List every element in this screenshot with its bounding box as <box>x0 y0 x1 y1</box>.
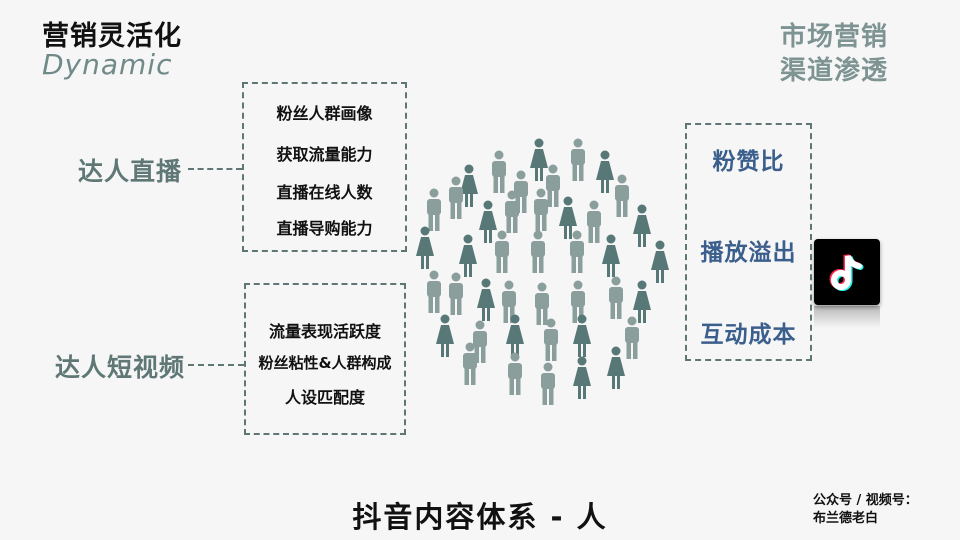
top-right-line1: 市场营销 <box>780 22 889 52</box>
male-person-icon <box>612 174 632 222</box>
female-person-icon <box>529 138 549 186</box>
male-person-icon <box>424 188 444 236</box>
female-person-icon <box>558 196 578 244</box>
credit-text: 公众号 / 视频号： 布兰德老白 <box>813 492 918 528</box>
female-person-icon <box>601 234 621 282</box>
tiktok-logo-icon <box>814 239 880 305</box>
video-item-3: 人设匹配度 <box>284 388 365 407</box>
male-person-icon <box>538 362 558 410</box>
female-person-icon <box>606 346 626 394</box>
female-person-icon <box>572 356 592 404</box>
male-person-icon <box>622 316 642 364</box>
metrics-box: 粉赞比 播放溢出 互动成本 <box>685 123 812 361</box>
male-person-icon <box>584 200 604 248</box>
female-person-icon <box>476 278 496 326</box>
male-person-icon <box>568 280 588 328</box>
crowd-illustration <box>410 130 680 420</box>
metric-item-2: 播放溢出 <box>700 240 797 266</box>
male-person-icon <box>502 190 522 238</box>
top-right-line2: 渠道渗透 <box>780 56 889 86</box>
credit-line1: 公众号 / 视频号： <box>813 493 918 508</box>
video-criteria-box: 流量表现活跃度 粉丝粘性&人群构成 人设匹配度 <box>244 283 406 435</box>
male-person-icon <box>424 270 444 318</box>
bottom-title: 抖音内容体系 - 人 <box>352 500 608 534</box>
metric-item-1: 粉赞比 <box>712 149 785 175</box>
page-subtitle: Dynamic <box>42 48 173 81</box>
video-label: 达人短视频 <box>55 353 186 382</box>
video-connector <box>188 364 244 366</box>
male-person-icon <box>460 342 480 390</box>
male-person-icon <box>543 164 563 212</box>
male-person-icon <box>531 188 551 236</box>
live-item-4: 直播导购能力 <box>276 219 373 238</box>
male-person-icon <box>568 138 588 186</box>
male-person-icon <box>446 272 466 320</box>
logo-reflection <box>814 306 880 328</box>
male-person-icon <box>489 150 509 198</box>
video-item-1: 流量表现活跃度 <box>268 322 381 341</box>
male-person-icon <box>492 230 512 278</box>
male-person-icon <box>505 352 525 400</box>
female-person-icon <box>572 314 592 362</box>
female-person-icon <box>632 204 652 252</box>
male-person-icon <box>446 176 466 224</box>
female-person-icon <box>458 234 478 282</box>
male-person-icon <box>541 318 561 366</box>
female-person-icon <box>505 314 525 362</box>
credit-line2: 布兰德老白 <box>813 511 879 526</box>
video-item-2: 粉丝粘性&人群构成 <box>258 354 392 372</box>
live-item-3: 直播在线人数 <box>276 183 373 202</box>
female-person-icon <box>459 164 479 212</box>
female-person-icon <box>478 200 498 248</box>
live-criteria-box: 粉丝人群画像 获取流量能力 直播在线人数 直播导购能力 <box>242 82 407 252</box>
live-item-1: 粉丝人群画像 <box>276 104 373 123</box>
male-person-icon <box>528 230 548 278</box>
live-label: 达人直播 <box>78 157 183 186</box>
female-person-icon <box>650 240 670 288</box>
female-person-icon <box>435 314 455 362</box>
female-person-icon <box>595 150 615 198</box>
live-connector <box>188 168 242 170</box>
female-person-icon <box>415 226 435 274</box>
live-item-2: 获取流量能力 <box>276 145 373 164</box>
male-person-icon <box>470 320 490 368</box>
male-person-icon <box>567 230 587 278</box>
male-person-icon <box>499 280 519 328</box>
metric-item-3: 互动成本 <box>700 322 797 348</box>
male-person-icon <box>532 282 552 330</box>
female-person-icon <box>632 280 652 328</box>
page-title: 营销灵活化 <box>42 21 182 52</box>
male-person-icon <box>606 276 626 324</box>
